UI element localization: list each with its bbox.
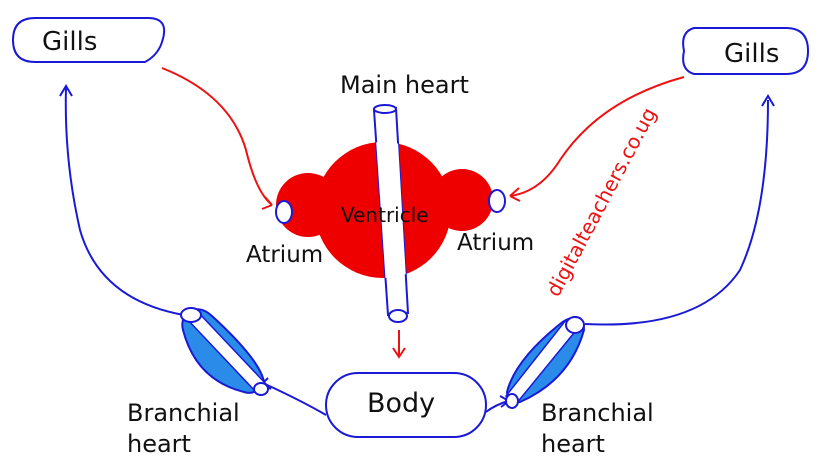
aorta-bottom-opening [389, 310, 407, 322]
watermark-text: digitalteachers.co.ug [541, 104, 661, 301]
body-box: Body [326, 373, 486, 437]
right-atrium-opening [489, 190, 505, 212]
body-to-left-branchial-vessel [265, 384, 326, 415]
right-branchial-to-gill-vessel [585, 100, 768, 325]
right-gill-to-atrium-vessel [510, 77, 684, 196]
gills-left-label: Gills [42, 27, 97, 57]
main-heart-label: Main heart [340, 71, 469, 99]
body-to-right-branchial-vessel [486, 401, 508, 412]
branchial-right-label-line1: Branchial [541, 399, 654, 427]
atrium-left-label: Atrium [246, 242, 323, 268]
branchial-heart-right [506, 317, 584, 408]
branchial-left-label-line1: Branchial [127, 399, 240, 427]
branchial-heart-left [181, 308, 268, 395]
gills-left-box: Gills [13, 18, 164, 62]
body-label: Body [367, 388, 435, 419]
heart-to-body-arrow [393, 330, 405, 357]
left-branchial-to-gill-vessel [66, 88, 184, 315]
aorta-top-opening [374, 105, 396, 113]
left-gill-to-atrium-vessel [162, 68, 272, 205]
branchial-right-label-line2: heart [541, 430, 605, 458]
left-atrium-opening [276, 201, 292, 223]
ventricle-label: Ventricle [341, 203, 429, 227]
gills-right-box: Gills [683, 28, 808, 74]
branchial-left-label-line2: heart [127, 430, 191, 458]
gills-right-label: Gills [724, 39, 779, 69]
atrium-right-label: Atrium [457, 230, 534, 256]
left-atrium-inflow-arrow [262, 197, 272, 209]
